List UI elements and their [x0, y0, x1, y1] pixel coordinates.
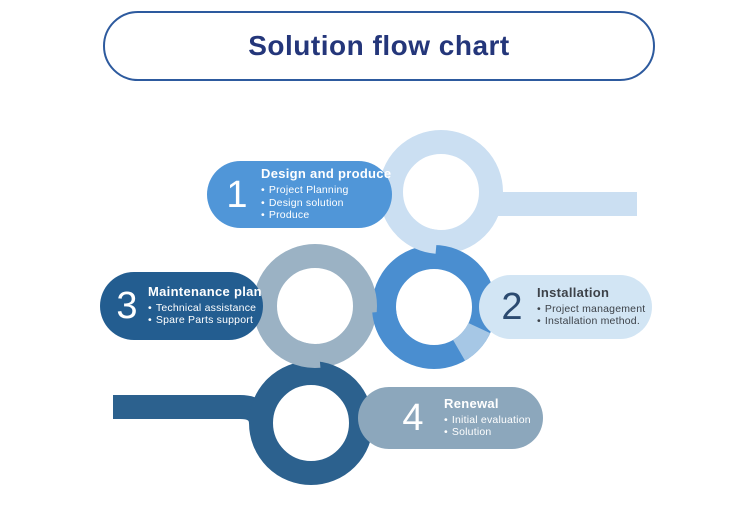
- bullet-text: Project Planning: [268, 183, 349, 196]
- step-2-title: Installation: [537, 284, 610, 300]
- step-3-card: 3 Maintenance plan • Technical assistanc…: [100, 272, 263, 340]
- step-4-bullet: • Initial evaluation: [444, 414, 543, 427]
- step-2-bullet: • Installation method.: [537, 315, 652, 328]
- step-3-title: Maintenance plan: [148, 283, 262, 299]
- step-1-bullet: • Produce: [261, 209, 392, 222]
- bullet-text: Spare Parts support: [155, 314, 254, 327]
- step3-loop-overlap-patch: [288, 340, 321, 368]
- bullet-text: Initial evaluation: [451, 413, 531, 426]
- step-2-number: 2: [501, 286, 523, 328]
- page-title: Solution flow chart: [248, 30, 510, 61]
- bullet-text: Produce: [268, 209, 310, 222]
- bullet-text: Design solution: [268, 196, 344, 209]
- step-2-bullet: • Project management: [537, 303, 652, 316]
- title-banner: Solution flow chart: [103, 11, 655, 81]
- bullet-text: Technical assistance: [155, 301, 257, 314]
- bullet-text: Project management: [544, 302, 646, 315]
- step-4-number: 4: [402, 397, 424, 439]
- step-1-number: 1: [226, 173, 248, 216]
- step2-loop-overlap-patch: [372, 309, 406, 347]
- step-1-bullet: • Design solution: [261, 197, 392, 210]
- step-2-card: 2 Installation • Project management • In…: [479, 275, 652, 339]
- step3-loop: [253, 244, 377, 368]
- step2-loop-accent-segment: [452, 322, 491, 361]
- bullet-dot: •: [261, 183, 265, 196]
- bullet-text: Solution: [451, 426, 492, 439]
- step-4-title: Renewal: [444, 395, 499, 411]
- bullet-dot: •: [261, 196, 265, 209]
- bullet-dot: •: [444, 413, 448, 426]
- step-1-card: 1 Design and produce • Project Planning …: [207, 161, 392, 228]
- step1-loop-overlap-patch: [397, 218, 439, 254]
- step-3-number: 3: [116, 285, 138, 327]
- step-3-bullet: • Spare Parts support: [148, 314, 263, 327]
- step4-connector-bar: [113, 395, 273, 425]
- bullet-dot: •: [444, 426, 448, 439]
- bullet-dot: •: [537, 302, 541, 315]
- step4-loop: [249, 361, 373, 485]
- bullet-dot: •: [148, 301, 152, 314]
- bullet-dot: •: [261, 209, 265, 222]
- step-4-bullet: • Solution: [444, 426, 543, 439]
- step-4-card: 4 Renewal • Initial evaluation • Solutio…: [358, 387, 543, 449]
- step-1-bullet: • Project Planning: [261, 184, 392, 197]
- step-3-bullet: • Technical assistance: [148, 302, 263, 315]
- bullet-text: Installation method.: [544, 315, 640, 328]
- bullet-dot: •: [148, 314, 152, 327]
- step-1-title: Design and produce: [261, 165, 392, 181]
- bullet-dot: •: [537, 315, 541, 328]
